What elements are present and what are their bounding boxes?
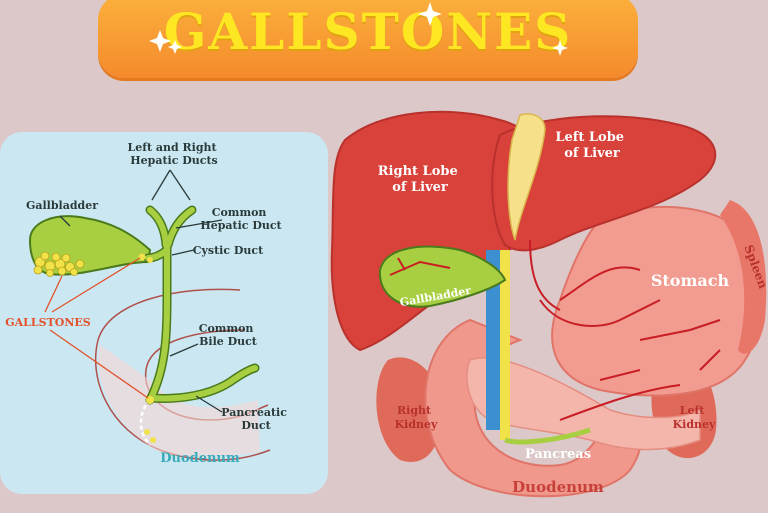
label-common-hepatic-duct: Common Hepatic Duct	[200, 206, 282, 232]
label-pancreatic-duct: Pancreatic Duct	[221, 406, 291, 432]
label-gallstones: GALLSTONES	[5, 316, 91, 329]
label-common-bile-duct: Common Bile Duct	[199, 322, 258, 348]
label-pancreas: Pancreas	[525, 447, 591, 462]
falciform-ligament	[507, 113, 546, 241]
duodenum-fill	[98, 345, 260, 458]
right-kidney-shape	[376, 357, 442, 462]
pancreatic-duct-right	[504, 427, 591, 445]
label-left-lobe-of-liver: Left Lobe of Liver	[555, 130, 628, 161]
portal-vein	[486, 250, 500, 430]
left-lobe-of-liver-shape	[491, 115, 717, 252]
spleen-shape	[720, 200, 767, 354]
title-banner	[98, 0, 638, 78]
label-stomach: Stomach	[651, 271, 730, 290]
label-lines	[59, 169, 223, 413]
label-right-lobe-of-liver: Right Lobe of Liver	[378, 164, 463, 195]
label-duodenum-left: Duodenum	[160, 451, 240, 466]
label-gallbladder: Gallbladder	[26, 199, 98, 212]
label-cystic-duct: Cystic Duct	[193, 244, 264, 257]
blood-vessels	[389, 239, 721, 421]
duct-stones	[138, 253, 156, 443]
page-title: GALLSTONES	[163, 2, 573, 61]
gallstones-pointers	[44, 257, 149, 399]
label-right-kidney: Right Kidney	[395, 404, 438, 431]
common-bile-duct-right	[500, 250, 510, 440]
label-left-kidney: Left Kidney	[673, 404, 716, 431]
label-duodenum-right: Duodenum	[512, 478, 604, 496]
gallbladder-shape-right	[378, 245, 507, 308]
label-left-right-hepatic-ducts: Left and Right Hepatic Ducts	[128, 141, 221, 167]
sparkle-icon	[149, 2, 568, 56]
gallstone-cluster	[33, 251, 85, 277]
